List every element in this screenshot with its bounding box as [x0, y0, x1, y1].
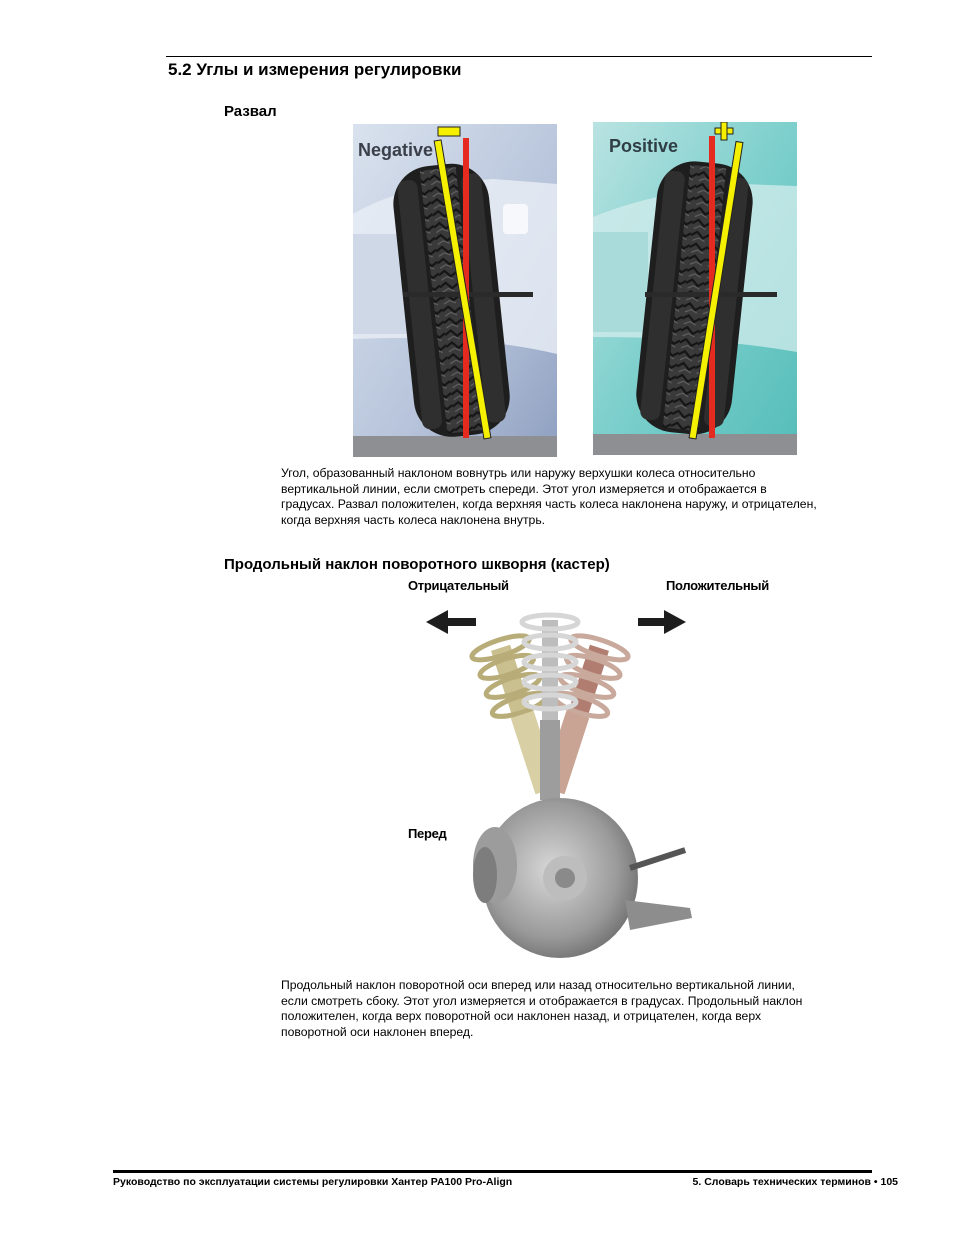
- caster-strut-diagram: [426, 610, 692, 958]
- camber-description-line: когда верхняя часть колеса наклонена вну…: [281, 512, 546, 527]
- top-rule: [166, 56, 872, 57]
- camber-heading: Развал: [224, 103, 277, 120]
- positive-label: Positive: [609, 136, 678, 156]
- control-arm: [625, 900, 692, 930]
- footer-rule: [113, 1170, 872, 1173]
- positive-camber-image: Positive: [593, 122, 797, 455]
- arrow-right-icon: [638, 610, 686, 634]
- caster-description-line: Продольный наклон поворотной оси вперед …: [281, 978, 795, 992]
- caster-description: Продольный наклон поворотной оси вперед …: [281, 978, 881, 1040]
- camber-description-line: вертикальной линии, если смотреть сперед…: [281, 481, 767, 496]
- arrow-left-icon: [426, 610, 476, 634]
- caster-description-line: поворотной оси наклонен вперед.: [281, 1024, 474, 1039]
- section-title: 5.2 Углы и измерения регулировки: [168, 60, 462, 79]
- strut-neutral: [519, 612, 581, 800]
- minus-badge: [437, 126, 461, 137]
- caster-heading: Продольный наклон поворотного шкворня (к…: [224, 556, 610, 573]
- caster-positive-label: Положительный: [666, 578, 769, 593]
- plus-badge: [714, 122, 734, 141]
- caster-description-line: положителен, когда верх поворотной оси н…: [281, 1009, 762, 1023]
- caster-negative-label: Отрицательный: [408, 578, 509, 593]
- footer-manual-title: Руководство по эксплуатации системы регу…: [113, 1176, 513, 1188]
- camber-description-line: Угол, образованный наклоном вовнутрь или…: [281, 466, 756, 480]
- tie-rod: [629, 847, 687, 871]
- caster-description-line: если смотреть сбоку. Этот угол измеряетс…: [281, 993, 803, 1008]
- camber-description-line: градусах. Развал положителен, когда верх…: [281, 497, 817, 511]
- caster-front-label: Перед: [408, 826, 447, 841]
- negative-label: Negative: [358, 140, 433, 160]
- footer-chapter-page: 5. Словарь технических терминов • 105: [692, 1176, 898, 1188]
- vertical-reference-line: [709, 136, 715, 438]
- camber-description: Угол, образованный наклоном вовнутрь или…: [281, 466, 881, 528]
- negative-camber-image: Negative: [353, 124, 557, 457]
